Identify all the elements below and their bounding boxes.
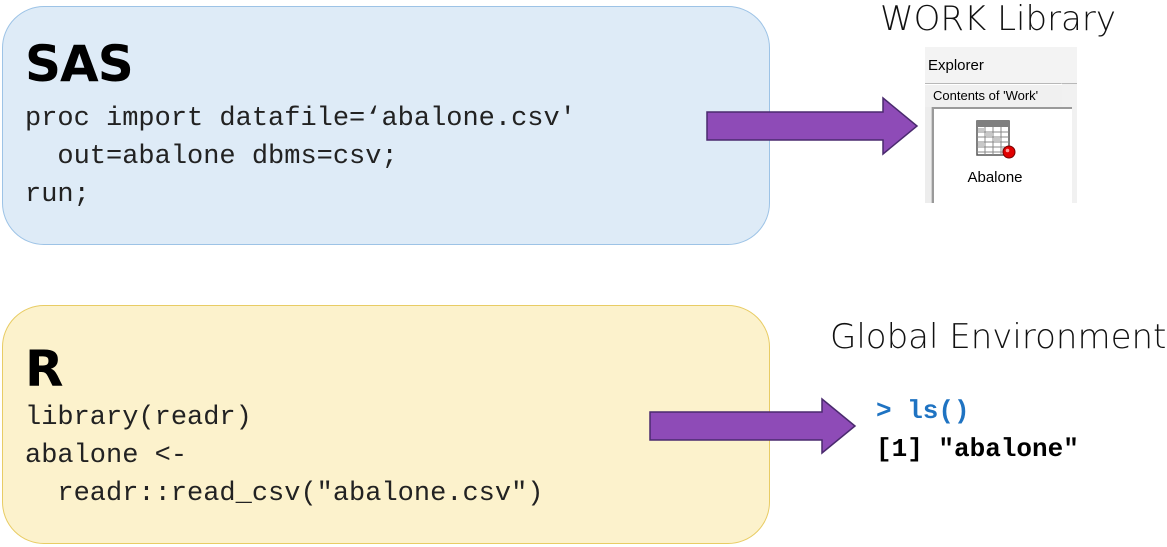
console-output: [1] "abalone" <box>876 434 1079 464</box>
sas-dataset-icon <box>976 120 1016 159</box>
r-code-line: readr::read_csv("abalone.csv") <box>25 479 544 509</box>
sas-panel-title: SAS <box>25 35 134 93</box>
work-library-title: WORK Library <box>880 0 1116 39</box>
r-to-global-arrow-icon <box>649 397 857 455</box>
r-code-line: library(readr) <box>25 403 252 433</box>
r-code-line: abalone <- <box>25 441 188 471</box>
explorer-contents-label: Contents of 'Work' <box>933 88 1039 103</box>
sas-explorer-window: Explorer Contents of 'Work' <box>925 47 1077 203</box>
r-console: > ls() [1] "abalone" <box>876 392 1079 468</box>
sas-to-work-arrow-icon <box>706 96 919 156</box>
sas-panel: SAS proc import datafile=‘abalone.csv' o… <box>2 6 770 245</box>
explorer-window-title: Explorer <box>928 57 984 74</box>
console-prompt: > ls() <box>876 396 970 426</box>
explorer-left-edge <box>925 107 932 203</box>
global-environment-title: Global Environment <box>830 317 1167 357</box>
sas-code-line: proc import datafile=‘abalone.csv' <box>25 104 576 134</box>
explorer-titlebar: Explorer <box>925 47 1077 84</box>
r-panel-title: R <box>25 340 64 398</box>
sas-arrow-shape <box>706 96 919 156</box>
r-arrow-shape <box>649 397 857 455</box>
explorer-contents-pane: Abalone <box>932 107 1072 203</box>
r-code-block: library(readr) abalone <- readr::read_cs… <box>25 399 543 513</box>
dataset-label: Abalone <box>967 169 1023 186</box>
sas-code-line: run; <box>25 180 90 210</box>
sas-code-block: proc import datafile=‘abalone.csv' out=a… <box>25 100 576 214</box>
r-panel: R library(readr) abalone <- readr::read_… <box>2 305 770 544</box>
explorer-contents-header: Contents of 'Work' <box>925 84 1062 107</box>
sas-code-line: out=abalone dbms=csv; <box>25 142 398 172</box>
explorer-scrollbar[interactable] <box>1061 83 1077 91</box>
